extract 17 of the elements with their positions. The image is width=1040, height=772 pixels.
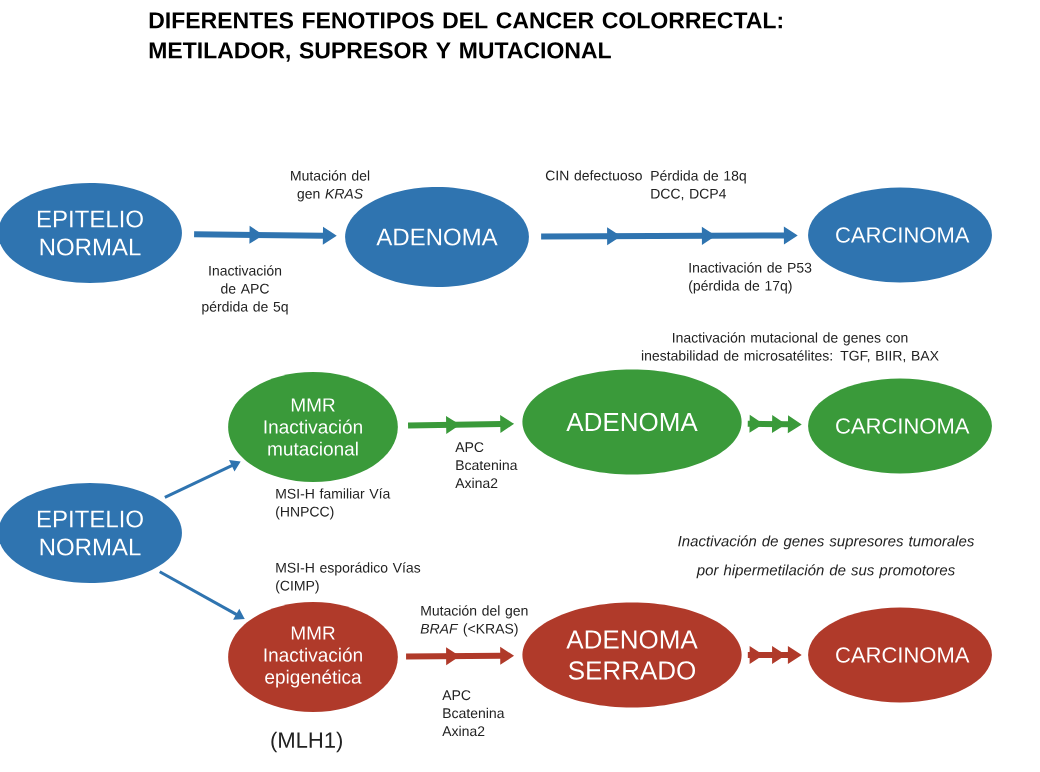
node-caption: (MLH1)	[271, 731, 342, 753]
ellipse-node: CARCINOMA	[808, 607, 992, 703]
annotation-text: Pérdida de 18q DCC, DCP4	[651, 170, 746, 201]
annotation-text: APC Bcatenina Axina2	[442, 690, 505, 737]
node-caption: MSI-H familiar Vía (HNPCC)	[276, 488, 391, 520]
annotation-text: Inactivación mutacional de genes con inestabilidad de microsatélites: TGF, BIIR, BAX	[641, 332, 939, 363]
ellipse-node: CARCINOMA	[808, 378, 992, 474]
annotation-text: Inactivación de genes supresores tumorales por hipermetilación de sus promotores	[678, 535, 975, 579]
ellipse-node: MMR Inactivación mutacional	[228, 372, 398, 482]
ellipse-node: ADENOMA	[522, 369, 742, 475]
arrow	[159, 570, 245, 620]
node-caption: MSI-H esporádico Vías (CIMP)	[276, 562, 421, 594]
annotation-text: APC Bcatenina Axina2	[455, 442, 518, 489]
ellipse-node: MMR Inactivación epigenética	[228, 602, 398, 712]
annotation-text: Inactivación de APC pérdida de 5q	[202, 265, 288, 315]
annotation-text: CIN defectuoso	[545, 170, 642, 181]
title: DIFERENTES FENOTIPOS DEL CANCER COLORRECTAL: METILADOR, SUPRESOR Y MUTACIONAL	[149, 12, 782, 62]
